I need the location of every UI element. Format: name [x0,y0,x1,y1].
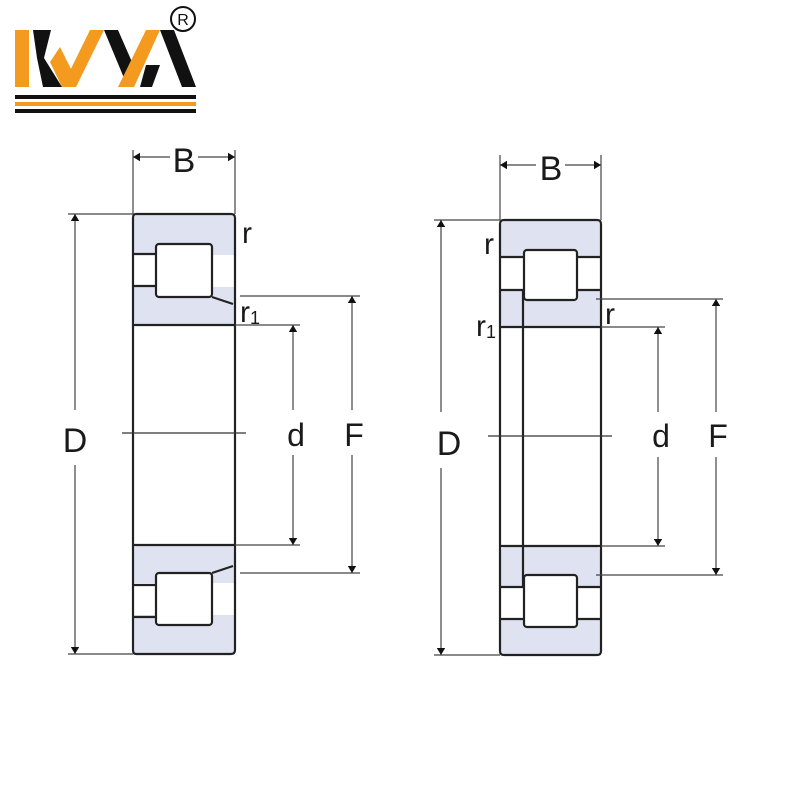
roller-top [522,248,579,302]
kya-logo: R [15,6,196,113]
logo-letters [15,30,196,87]
label-D: D [437,425,462,463]
label-B: B [540,150,563,188]
roller-top [154,242,214,299]
label-r: r [242,217,252,250]
label-B: B [173,142,196,180]
roller-bottom [154,571,214,627]
label-r-inner: r [605,298,615,331]
label-F: F [708,418,728,454]
label-r1: r1 [240,296,260,329]
label-r1: r1 [476,310,496,343]
label-D: D [63,422,88,460]
registered-mark-icon: R [170,6,196,32]
right-bearing: B D d F r r1 r [434,150,728,657]
roller-bottom [522,573,579,629]
logo-underline [15,95,196,113]
label-d: d [287,417,305,453]
svg-text:R: R [177,12,189,29]
label-F: F [344,417,364,453]
label-d: d [652,418,670,454]
label-r-outer: r [484,228,494,261]
left-bearing: B D d F r r1 [63,142,364,656]
